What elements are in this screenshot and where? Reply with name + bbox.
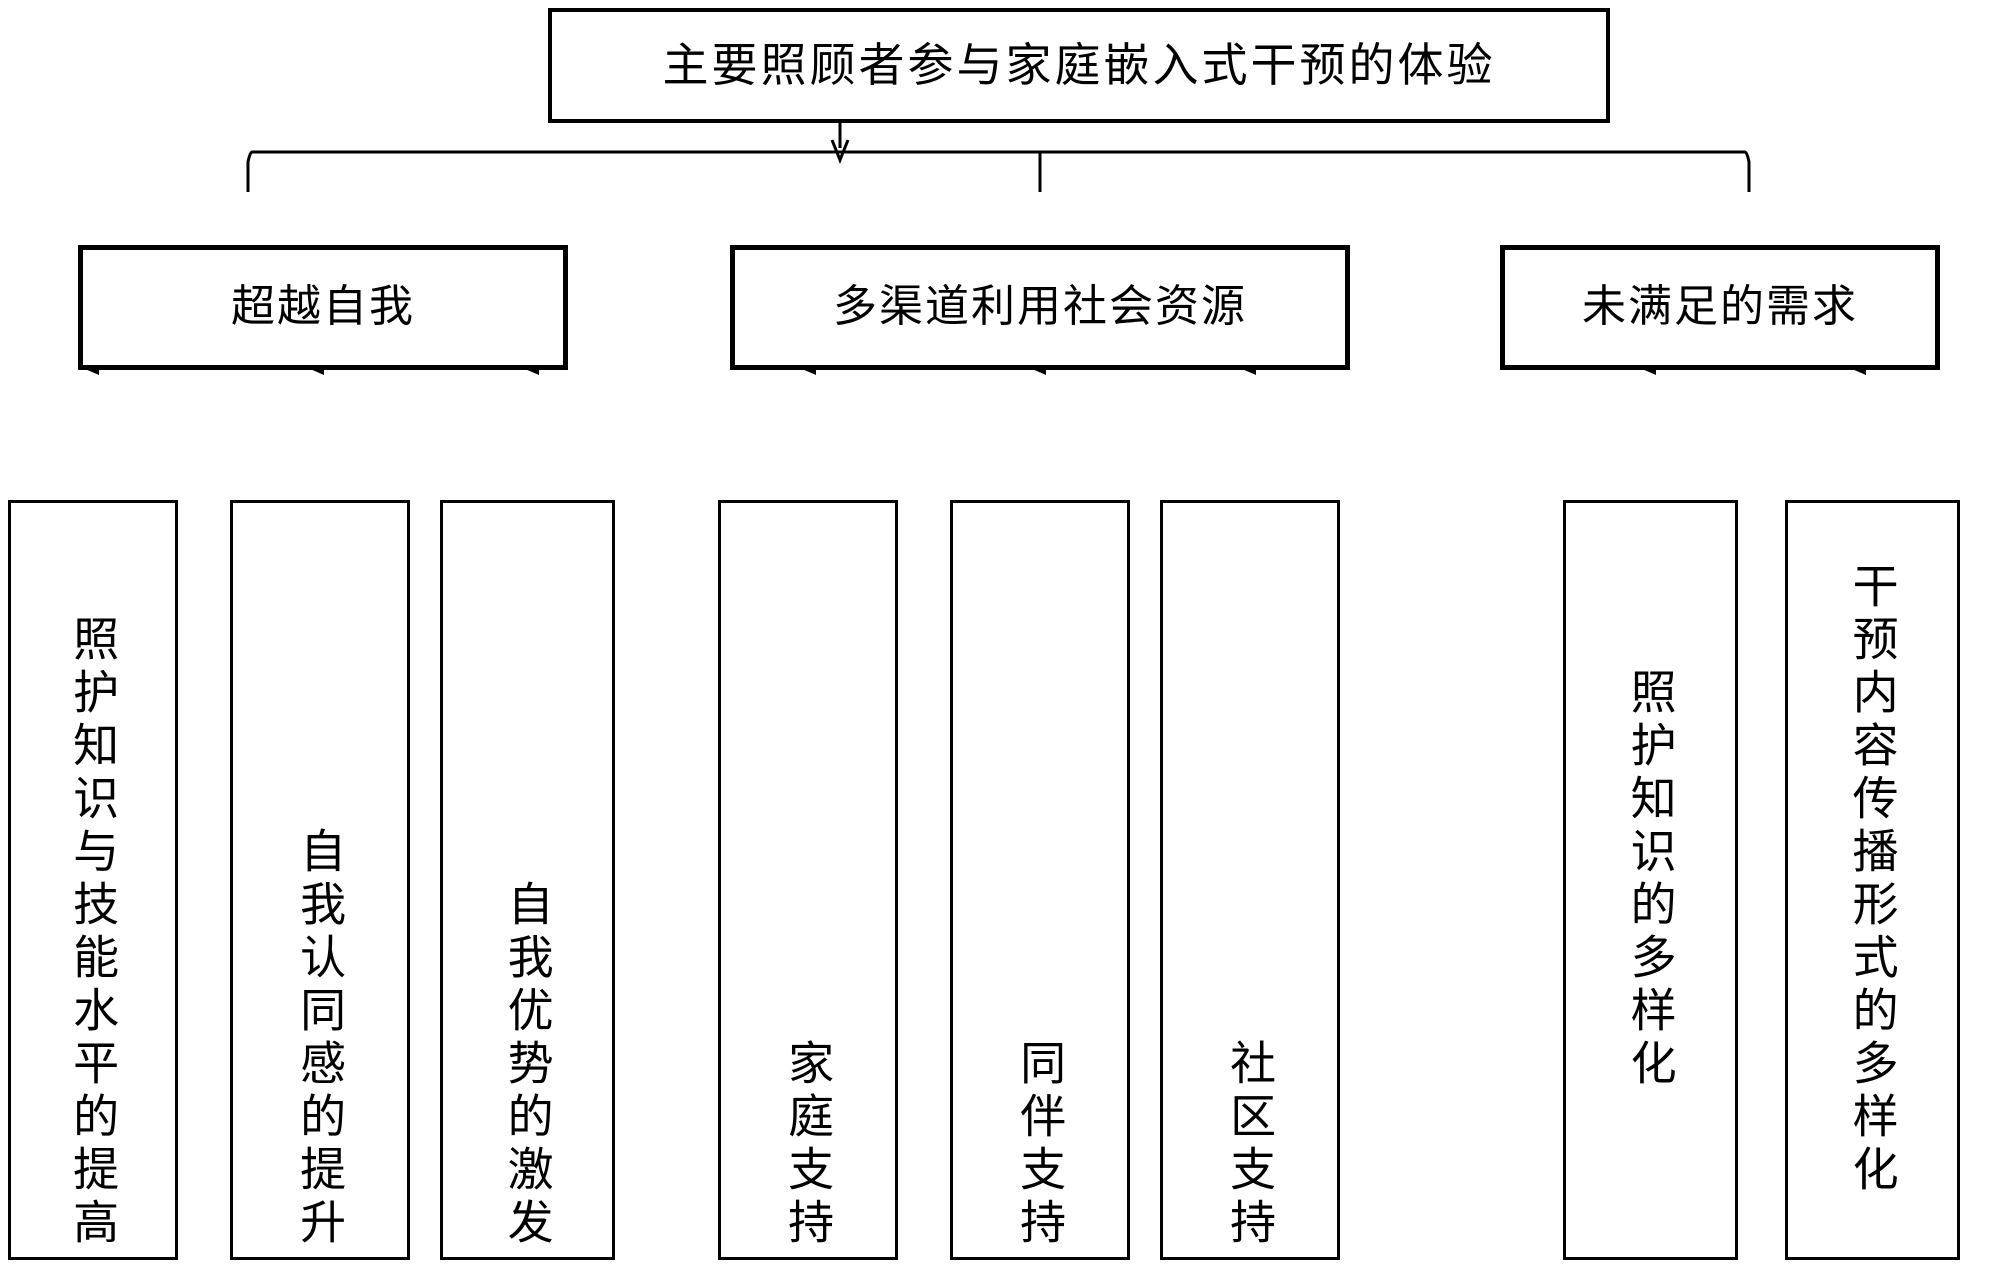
- theme-node-2-label: 多渠道利用社会资源: [833, 281, 1247, 333]
- subtheme-node-1-1[interactable]: 照护知识与技能水平的提高: [8, 500, 178, 1260]
- subtheme-node-2-1-inner: 家庭支持: [721, 503, 895, 1257]
- subtheme-node-2-2-inner: 同伴支持: [953, 503, 1127, 1257]
- subtheme-node-1-3-label: 自我优势的激发: [500, 880, 555, 1251]
- subtheme-node-3-1[interactable]: 照护知识的多样化: [1563, 500, 1738, 1260]
- subtheme-node-3-1-label: 照护知识的多样化: [1623, 668, 1678, 1092]
- subtheme-node-2-3[interactable]: 社区支持: [1160, 500, 1340, 1260]
- subtheme-node-1-2-inner: 自我认同感的提升: [233, 503, 407, 1257]
- subtheme-node-3-2-inner: 干预内容传播形式的多样化: [1788, 503, 1957, 1257]
- subtheme-node-1-2-label: 自我认同感的提升: [293, 827, 348, 1251]
- subtheme-node-2-3-label: 社区支持: [1223, 1039, 1278, 1251]
- root-to-theme-1: [246, 150, 253, 192]
- theme-node-1-label: 超越自我: [231, 281, 415, 333]
- subtheme-node-1-3-inner: 自我优势的激发: [443, 503, 612, 1257]
- subtheme-node-2-2-label: 同伴支持: [1013, 1039, 1068, 1251]
- subtheme-node-1-1-label: 照护知识与技能水平的提高: [66, 615, 121, 1251]
- subtheme-node-3-2[interactable]: 干预内容传播形式的多样化: [1785, 500, 1960, 1260]
- subtheme-node-3-1-inner: 照护知识的多样化: [1566, 503, 1735, 1257]
- theme-node-2[interactable]: 多渠道利用社会资源: [730, 245, 1350, 370]
- theme-node-3-label: 未满足的需求: [1582, 281, 1858, 333]
- root-to-theme-3: [1744, 150, 1751, 192]
- theme-node-3[interactable]: 未满足的需求: [1500, 245, 1940, 370]
- subtheme-node-2-2[interactable]: 同伴支持: [950, 500, 1130, 1260]
- subtheme-node-2-1[interactable]: 家庭支持: [718, 500, 898, 1260]
- subtheme-node-2-3-inner: 社区支持: [1163, 503, 1337, 1257]
- root-notch: [830, 139, 850, 165]
- root-node[interactable]: 主要照顾者参与家庭嵌入式干预的体验: [548, 8, 1610, 123]
- subtheme-node-2-1-label: 家庭支持: [781, 1039, 836, 1251]
- theme-node-1[interactable]: 超越自我: [78, 245, 568, 370]
- subtheme-node-1-2[interactable]: 自我认同感的提升: [230, 500, 410, 1260]
- subtheme-node-1-1-inner: 照护知识与技能水平的提高: [11, 503, 175, 1257]
- subtheme-node-3-2-label: 干预内容传播形式的多样化: [1845, 562, 1900, 1198]
- root-node-label: 主要照顾者参与家庭嵌入式干预的体验: [662, 38, 1496, 93]
- subtheme-node-1-3[interactable]: 自我优势的激发: [440, 500, 615, 1260]
